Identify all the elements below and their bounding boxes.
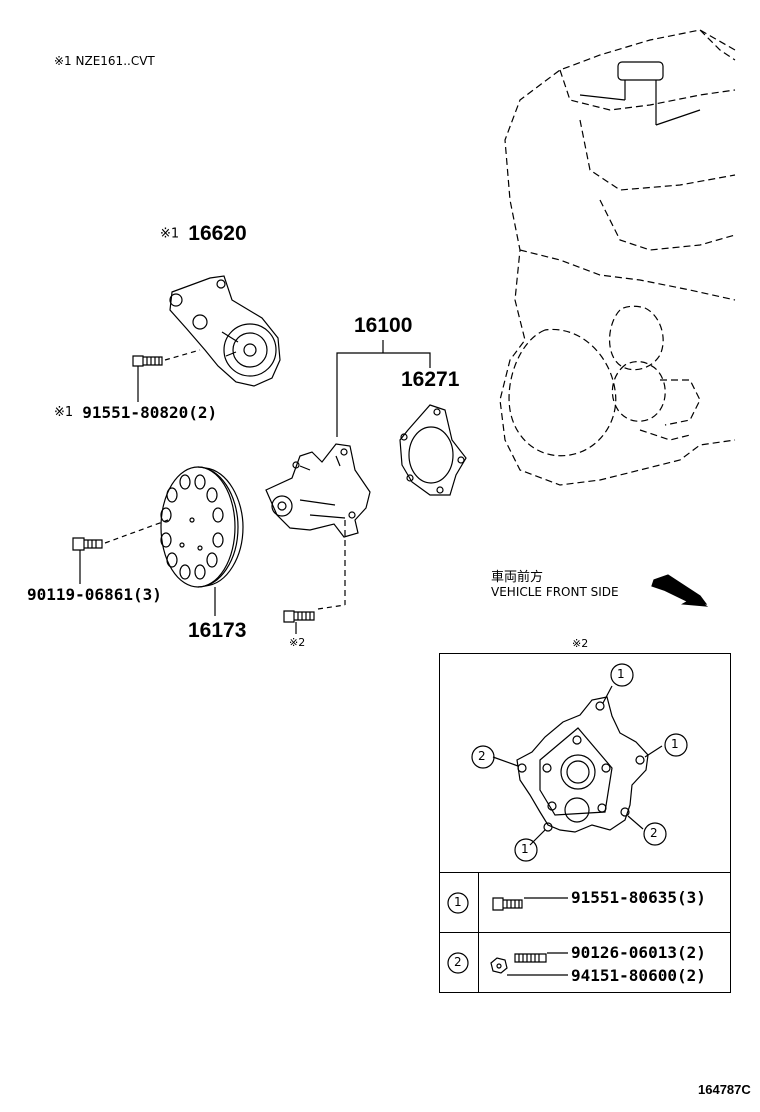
pulley-drawing: [160, 466, 244, 616]
engine-block-outline: [499, 29, 736, 486]
tensioner-part-number[interactable]: 16620: [188, 222, 247, 245]
legend-part-number[interactable]: 94151-80600(2): [571, 966, 706, 985]
pulley-part-number[interactable]: 16173: [188, 619, 247, 642]
oil-filler-cap: [579, 61, 701, 126]
legend-key-circle-1: [447, 892, 469, 914]
water-pump-drawing: [265, 443, 371, 610]
tensioner-bolt-part-number[interactable]: 91551-80820(2): [82, 403, 218, 422]
tensioner-bolt-drawing: [132, 349, 201, 402]
arrow-down-right-icon: [651, 574, 709, 607]
legend-key-2: 2: [454, 955, 462, 969]
callout-circle-2-left: [471, 745, 495, 769]
model-note: ※1 NZE161..CVT: [54, 54, 155, 68]
tensioner-mark: ※1: [160, 226, 180, 242]
legend-nut-2: [490, 957, 568, 976]
legend-bolt-1: [492, 897, 568, 911]
callout-number: 1: [617, 667, 625, 681]
leader-16100: [336, 340, 431, 437]
legend-row-2: [440, 932, 730, 993]
callout-circle-1-top: [610, 663, 634, 687]
tensioner-bolt-mark: ※1: [54, 405, 74, 420]
legend-row-1: [440, 872, 730, 933]
pulley-bolt-drawing: [72, 519, 169, 584]
legend-key-circle-2: [447, 952, 469, 974]
legend-stud-2: [514, 952, 568, 963]
gasket-part-number[interactable]: 16271: [401, 368, 460, 391]
pump-bolt-drawing: [283, 610, 315, 634]
callout-number: 1: [521, 842, 529, 856]
tensioner-bolt-label[interactable]: ※1 91551-80820(2): [54, 402, 217, 422]
tensioner-label[interactable]: ※1 16620: [160, 222, 247, 246]
vehicle-front-jp: 車両前方: [491, 570, 544, 585]
legend-key-1: 1: [454, 895, 462, 909]
water-pump-part-number[interactable]: 16100: [354, 314, 413, 337]
pump-bolt-note-mark[interactable]: ※2: [289, 636, 306, 649]
diagram-id: 164787C: [698, 1082, 751, 1097]
pulley-bolt-part-number[interactable]: 90119-06861(3): [27, 585, 162, 604]
callout-circle-1-right: [664, 733, 688, 757]
callout-number: 2: [478, 749, 486, 763]
detail-title: ※2: [572, 637, 589, 650]
callout-circle-1-bottom-left: [514, 838, 538, 862]
vehicle-front-en: VEHICLE FRONT SIDE: [491, 585, 619, 599]
detail-box: [439, 653, 731, 993]
callout-circle-2-bottom: [643, 822, 667, 846]
callout-number: 2: [650, 826, 658, 840]
detail-pump-face: [492, 685, 663, 846]
gasket-drawing: [399, 404, 467, 496]
callout-number: 1: [671, 737, 679, 751]
legend-part-number[interactable]: 91551-80635(3): [571, 888, 706, 907]
tensioner-drawing: [169, 275, 281, 387]
legend-part-number[interactable]: 90126-06013(2): [571, 943, 706, 962]
